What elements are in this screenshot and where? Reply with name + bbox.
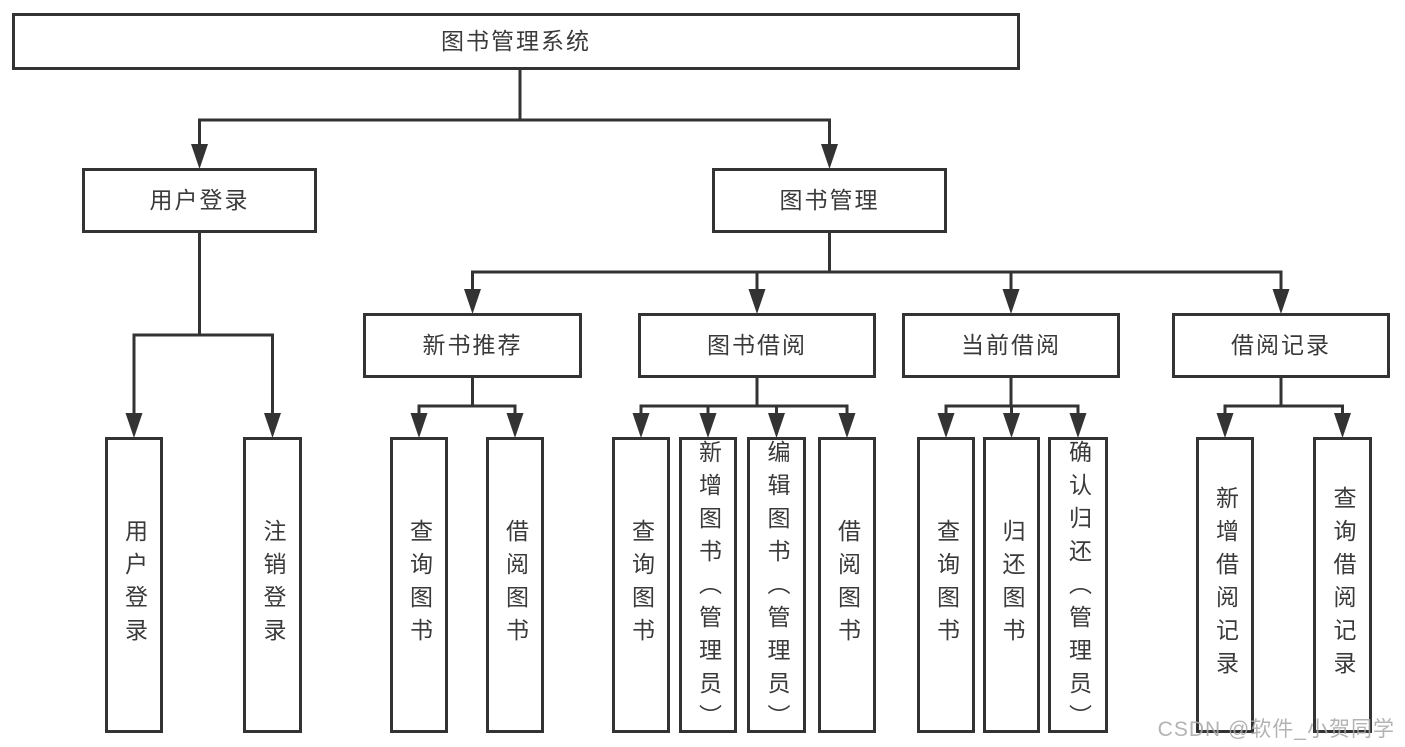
node-book-borrow: 图书借阅 (638, 313, 876, 378)
node-label-leaf-query-record: 查询借阅记录 (1330, 486, 1356, 684)
node-label-leaf-user-login: 用户登录 (121, 519, 148, 651)
node-leaf-return-book: 归还图书 (983, 437, 1040, 733)
node-leaf-add-book: 新增图书（管理员） (679, 437, 737, 737)
arrowhead-icon (264, 413, 281, 438)
node-leaf-logout: 注销登录 (243, 437, 302, 733)
arrowhead-icon (410, 413, 428, 438)
node-current-borrow: 当前借阅 (902, 313, 1120, 378)
node-label-leaf-confirm-return: 确认归还（管理员） (1065, 440, 1092, 737)
node-label-new-book-recommend: 新书推荐 (422, 332, 523, 358)
node-label-leaf-add-record: 新增借阅记录 (1212, 486, 1239, 684)
node-label-leaf-query-book-1: 查询图书 (406, 519, 433, 651)
arrowhead-icon (1003, 413, 1020, 438)
node-borrow-records: 借阅记录 (1172, 313, 1390, 378)
node-label-leaf-add-book: 新增图书（管理员） (695, 440, 722, 737)
node-label-leaf-query-book-3: 查询图书 (933, 519, 960, 651)
arrowhead-icon (699, 413, 717, 438)
node-label-leaf-borrow-book-2: 借阅图书 (834, 519, 861, 651)
arrowhead-icon (768, 413, 785, 438)
node-label-book-borrow: 图书借阅 (707, 332, 807, 358)
node-label-book-management: 图书管理 (779, 187, 880, 213)
arrowhead-icon (506, 413, 524, 438)
arrowhead-icon (632, 413, 650, 438)
arrowhead-icon (748, 289, 766, 314)
arrowhead-icon (1334, 413, 1351, 438)
node-leaf-query-record: 查询借阅记录 (1313, 437, 1372, 733)
node-label-root: 图书管理系统 (441, 28, 591, 54)
node-leaf-borrow-book-1: 借阅图书 (486, 437, 544, 733)
node-user-login: 用户登录 (82, 168, 317, 233)
node-label-current-borrow: 当前借阅 (961, 332, 1061, 358)
node-label-leaf-edit-book: 编辑图书（管理员） (764, 440, 790, 737)
node-leaf-user-login: 用户登录 (105, 437, 163, 733)
node-label-user-login: 用户登录 (149, 187, 250, 213)
arrowhead-icon (191, 144, 208, 169)
arrowhead-icon (937, 413, 955, 438)
arrowhead-icon (464, 289, 481, 314)
arrowhead-icon (1069, 413, 1087, 438)
arrowhead-icon (125, 413, 143, 438)
arrowhead-icon (1272, 289, 1290, 314)
node-leaf-query-book-1: 查询图书 (390, 437, 448, 733)
node-label-leaf-query-book-2: 查询图书 (628, 519, 655, 651)
arrowhead-icon (1216, 413, 1234, 438)
node-leaf-confirm-return: 确认归还（管理员） (1048, 437, 1108, 737)
arrowhead-icon (838, 413, 856, 438)
node-label-leaf-logout: 注销登录 (260, 519, 286, 651)
node-leaf-add-record: 新增借阅记录 (1196, 437, 1254, 733)
arrowhead-icon (821, 144, 838, 169)
node-new-book-recommend: 新书推荐 (363, 313, 582, 378)
node-label-leaf-return-book: 归还图书 (999, 519, 1025, 651)
node-label-leaf-borrow-book-1: 借阅图书 (502, 519, 529, 651)
node-leaf-edit-book: 编辑图书（管理员） (747, 437, 806, 737)
arrowhead-icon (1002, 289, 1020, 314)
node-leaf-borrow-book-2: 借阅图书 (818, 437, 876, 733)
node-root: 图书管理系统 (12, 13, 1020, 70)
node-leaf-query-book-2: 查询图书 (612, 437, 670, 733)
node-book-management: 图书管理 (712, 168, 947, 233)
node-label-borrow-records: 借阅记录 (1231, 332, 1331, 358)
node-leaf-query-book-3: 查询图书 (917, 437, 975, 733)
